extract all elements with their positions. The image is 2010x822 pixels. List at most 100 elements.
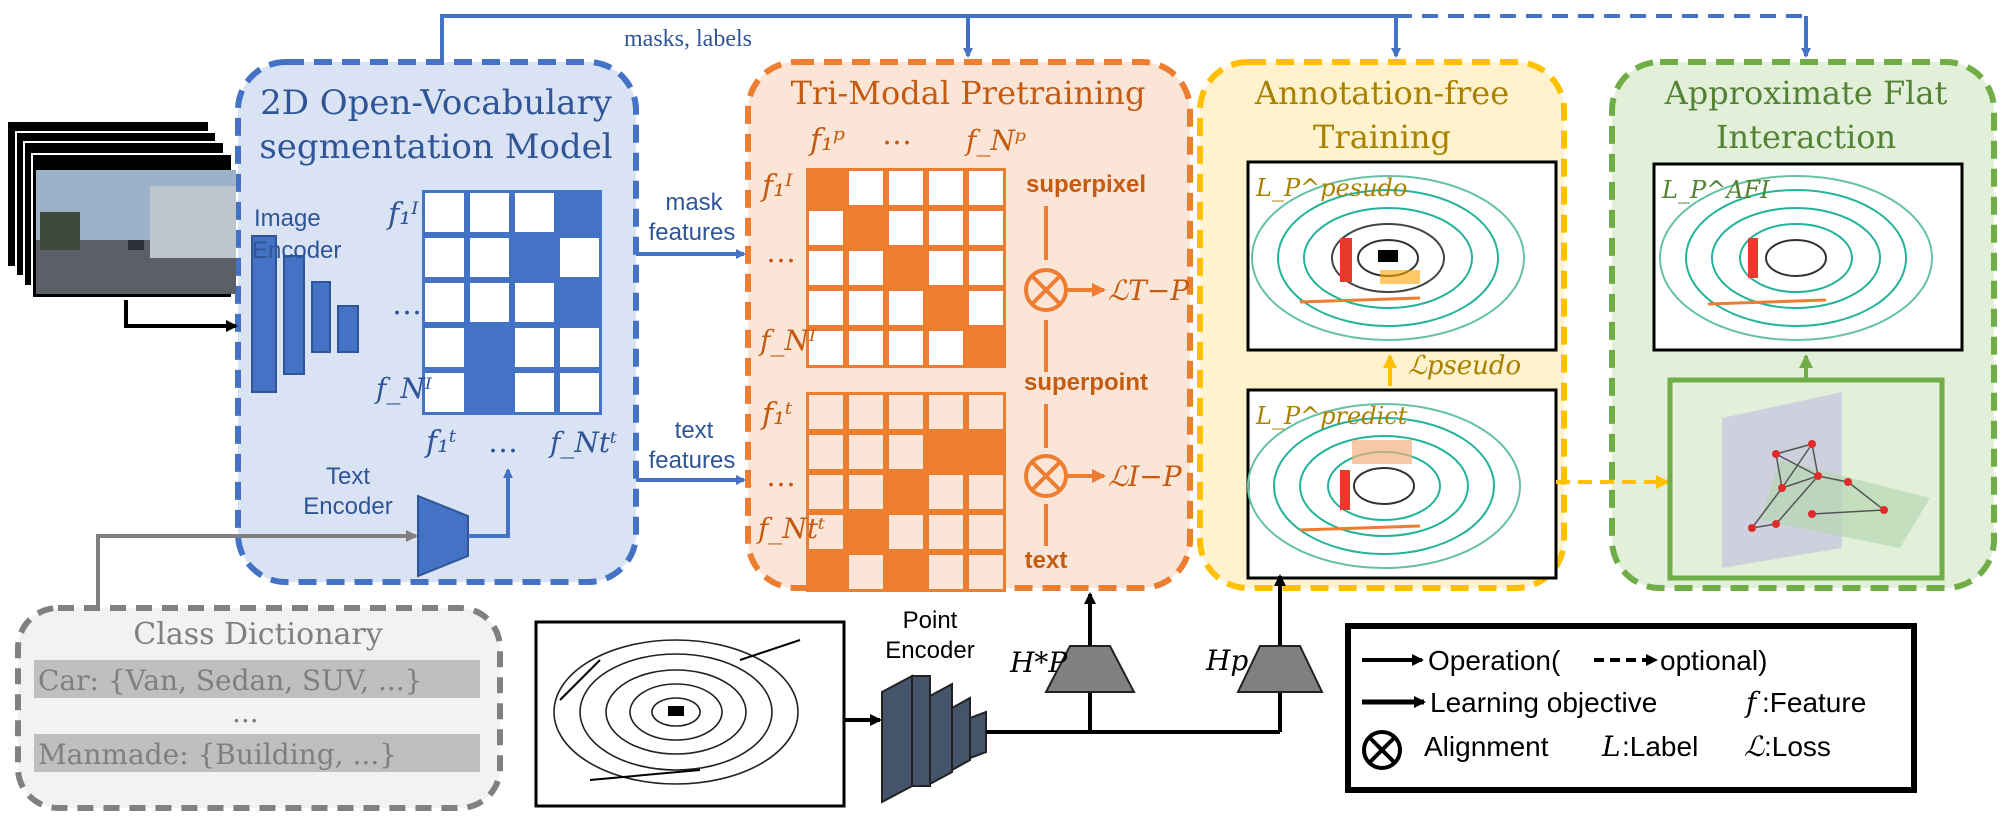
tm-bot-cell xyxy=(889,435,923,469)
tm-bot-cell xyxy=(969,475,1003,509)
tm-bot-row-1: f₁ᵗ xyxy=(760,397,793,432)
image-encoder-label-1: Image xyxy=(254,205,321,232)
text-features-2: features xyxy=(649,447,736,474)
trimodal-bottom-matrix xyxy=(806,392,1006,592)
text-encoder-icon xyxy=(417,494,469,578)
tm-top-cell xyxy=(809,171,843,205)
ov-matrix-cell xyxy=(515,283,554,322)
tm-col-1: f₁ᵖ xyxy=(808,123,845,158)
tm-bot-cell xyxy=(849,555,883,589)
tm-top-cell xyxy=(849,291,883,325)
tm-top-cell xyxy=(929,171,963,205)
ov-row-n: f_Nᴵ xyxy=(374,372,433,405)
superpoint-label: superpoint xyxy=(1024,369,1148,396)
text-encoder-out-arrow xyxy=(468,468,513,538)
afi-label: L_P^AFI xyxy=(1661,176,1770,204)
ov-col-n: f_Ntᵗ xyxy=(548,426,617,459)
ov-matrix-cell xyxy=(560,373,599,412)
loss-tp: ℒT−P xyxy=(1108,274,1190,307)
annotation-title-2: Training xyxy=(1313,118,1451,156)
tm-top-cell xyxy=(889,171,923,205)
legend-feature: :Feature xyxy=(1762,687,1866,718)
head1-icon xyxy=(1044,645,1136,693)
image-stack xyxy=(8,122,236,299)
tm-top-cell xyxy=(889,211,923,245)
point-encoder-label-2: Encoder xyxy=(885,637,974,664)
tm-bot-cell xyxy=(969,395,1003,429)
ov-matrix-cell xyxy=(425,283,464,322)
ov-matrix-cell xyxy=(425,238,464,277)
legend-box xyxy=(1345,623,1917,793)
pesudo-label: L_P^pesudo xyxy=(1255,174,1407,202)
tm-bot-cell xyxy=(849,435,883,469)
point-cloud-input xyxy=(534,620,846,808)
alignment-icon-top xyxy=(1024,268,1068,312)
afi-title-2: Interaction xyxy=(1716,118,1896,156)
class-row-2: Manmade: {Building, ...} xyxy=(38,738,397,771)
loss-pseudo: ℒpseudo xyxy=(1408,351,1521,381)
legend-loss-symbol: ℒ xyxy=(1744,730,1765,763)
tm-top-cell xyxy=(969,211,1003,245)
legend-optional: optional) xyxy=(1660,645,1767,676)
tm-top-cell xyxy=(929,251,963,285)
tm-bot-cell xyxy=(969,435,1003,469)
tm-bot-dots: … xyxy=(766,459,796,494)
loss-ip: ℒI−P xyxy=(1108,460,1183,493)
tm-top-cell xyxy=(929,331,963,365)
text-encoder-label-1: Text xyxy=(326,463,370,490)
tm-top-cell xyxy=(889,331,923,365)
prediction-scan xyxy=(1246,388,1558,580)
tm-top-row-1: f₁ᴵ xyxy=(760,169,793,204)
ov-matrix-cell xyxy=(560,193,599,232)
tm-bot-cell xyxy=(849,475,883,509)
tm-top-cell xyxy=(969,171,1003,205)
ov-col-dots: … xyxy=(488,425,518,460)
ov-matrix-cell xyxy=(515,328,554,367)
ov-col-1: f₁ᵗ xyxy=(424,425,457,460)
ov-similarity-matrix xyxy=(422,190,602,415)
predict-label: L_P^predict xyxy=(1255,402,1408,430)
tm-bot-cell xyxy=(929,435,963,469)
tm-top-cell xyxy=(969,291,1003,325)
trimodal-title: Tri-Modal Pretraining xyxy=(791,74,1146,112)
class-dots: ... xyxy=(232,696,259,729)
tm-top-cell xyxy=(849,211,883,245)
head2-label: Hp xyxy=(1205,644,1248,677)
image-to-encoder-arrow xyxy=(124,300,238,332)
legend-alignment-icon xyxy=(1362,730,1402,770)
image-encoder-icon xyxy=(251,235,359,393)
legend-label: :Label xyxy=(1622,731,1698,762)
tm-top-cell xyxy=(889,251,923,285)
ov-matrix-cell xyxy=(425,373,464,412)
tm-top-cell xyxy=(849,171,883,205)
ov-matrix-cell xyxy=(425,193,464,232)
ov-matrix-cell xyxy=(470,238,509,277)
tm-top-cell xyxy=(929,291,963,325)
tm-bot-cell xyxy=(929,395,963,429)
ov-matrix-cell xyxy=(470,193,509,232)
pseudo-label-scan xyxy=(1246,160,1558,352)
dict-to-text-encoder-arrow xyxy=(96,530,418,608)
ov-title-1: 2D Open-Vocabulary xyxy=(260,83,613,123)
point-encoder-label-1: Point xyxy=(903,607,958,634)
head1-label: H*P xyxy=(1009,646,1068,679)
tm-top-cell xyxy=(809,291,843,325)
top-connector xyxy=(440,14,1811,62)
alignment-icon-bottom xyxy=(1024,454,1068,498)
tm-col-dots: … xyxy=(882,117,912,152)
tm-bot-cell xyxy=(849,395,883,429)
legend-label-symbol: L xyxy=(1601,730,1621,763)
ov-matrix-cell xyxy=(425,328,464,367)
head2-icon xyxy=(1236,645,1324,693)
ov-matrix-cell xyxy=(560,238,599,277)
superpixel-label: superpixel xyxy=(1026,171,1146,198)
masks-labels-text: masks, labels xyxy=(624,26,752,52)
tm-bot-row-n: f_Ntᵗ xyxy=(756,512,825,545)
ov-matrix-cell xyxy=(470,373,509,412)
tm-bot-cell xyxy=(889,555,923,589)
image-encoder-label-2: Encoder xyxy=(252,237,341,264)
tm-top-cell xyxy=(809,211,843,245)
text-modality-label: text xyxy=(1025,547,1068,574)
tm-bot-cell xyxy=(849,515,883,549)
